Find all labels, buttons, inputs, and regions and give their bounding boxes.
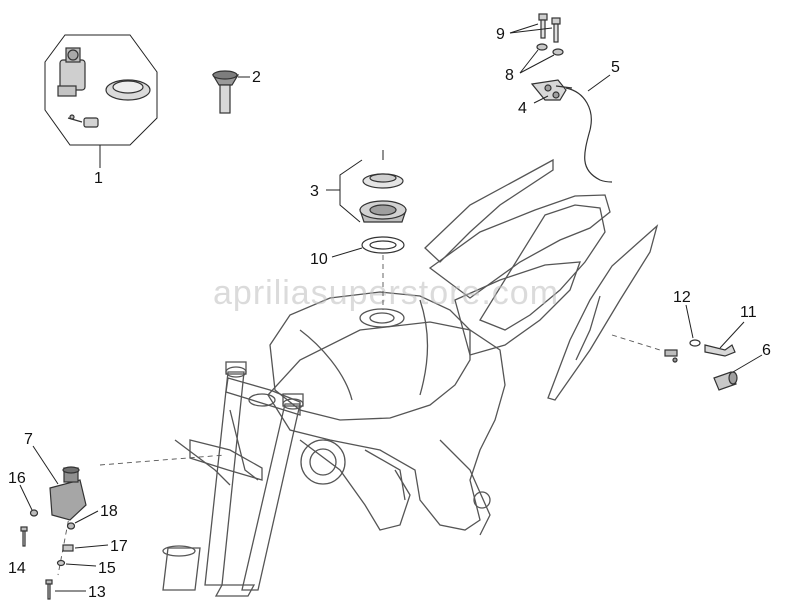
part-1-ignition-lock-kit	[44, 34, 158, 146]
part-6-lock-cylinder	[713, 371, 738, 391]
callout-5: 5	[611, 59, 620, 76]
part-15-spacer	[56, 559, 66, 567]
part-14-bolt	[20, 526, 28, 547]
part-11-latch-hook	[664, 344, 736, 363]
callout-8: 8	[505, 67, 514, 84]
callout-12: 12	[673, 289, 691, 306]
part-8-washers	[536, 43, 564, 56]
part-2-key	[211, 70, 240, 114]
callout-17: 17	[110, 538, 128, 555]
part-7-ignition-switch	[49, 466, 87, 521]
callout-9: 9	[496, 26, 505, 43]
part-12-o-ring	[689, 339, 701, 347]
part-10-filler-gasket	[361, 236, 405, 254]
callout-11: 11	[740, 304, 757, 321]
callout-6: 6	[762, 342, 771, 359]
callout-15: 15	[98, 560, 116, 577]
callout-4: 4	[518, 100, 527, 117]
part-18-washer	[66, 522, 76, 530]
callout-7: 7	[24, 431, 33, 448]
callout-16: 16	[8, 470, 26, 487]
part-13-screw	[45, 579, 53, 600]
callout-18: 18	[100, 503, 118, 520]
callout-14: 14	[8, 560, 26, 577]
callout-13: 13	[88, 584, 106, 601]
part-17-bushing	[62, 544, 74, 552]
watermark-text: apriliasuperstore.com	[213, 274, 559, 312]
part-3-fuel-filler-cap	[359, 173, 407, 223]
part-16-nut	[29, 509, 39, 517]
part-4-bracket	[530, 79, 567, 101]
callout-1: 1	[94, 170, 103, 187]
part-5-seat-release-cable	[555, 85, 613, 183]
callout-2: 2	[252, 69, 261, 86]
motorcycle-frame-illustration	[162, 158, 659, 597]
callout-3: 3	[310, 183, 319, 200]
callout-10: 10	[310, 251, 328, 268]
